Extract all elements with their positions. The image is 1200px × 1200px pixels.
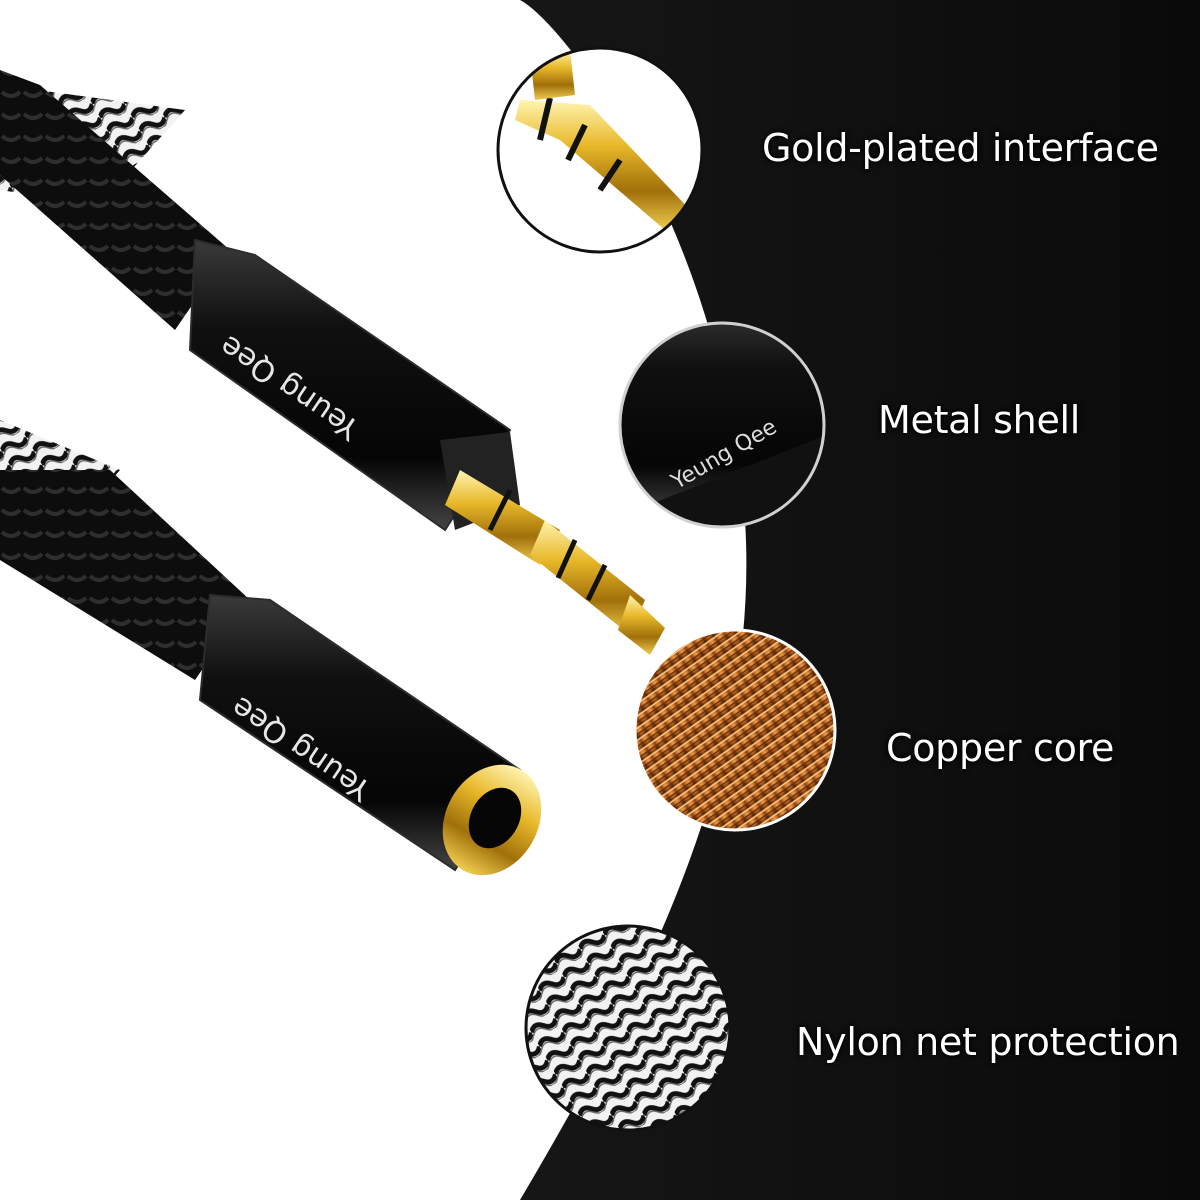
jack-socket — [468, 787, 522, 849]
feature-label-metal-shell: Metal shell — [878, 398, 1081, 442]
male-plug-cable — [0, 70, 665, 655]
feature-label-copper-core: Copper core — [886, 726, 1115, 770]
strain-relief — [0, 70, 230, 330]
copper-core-icon — [633, 628, 837, 832]
metal-shell-icon: Yeung Qee — [618, 321, 826, 529]
gold-plug-icon — [496, 46, 704, 254]
feature-label-gold-plated: Gold-plated interface — [762, 126, 1159, 170]
strain-relief — [0, 470, 250, 680]
feature-label-nylon-net: Nylon net protection — [796, 1020, 1180, 1064]
gold-plug — [445, 470, 665, 655]
nylon-braid-icon — [524, 924, 732, 1132]
female-jack-cable — [0, 420, 542, 876]
